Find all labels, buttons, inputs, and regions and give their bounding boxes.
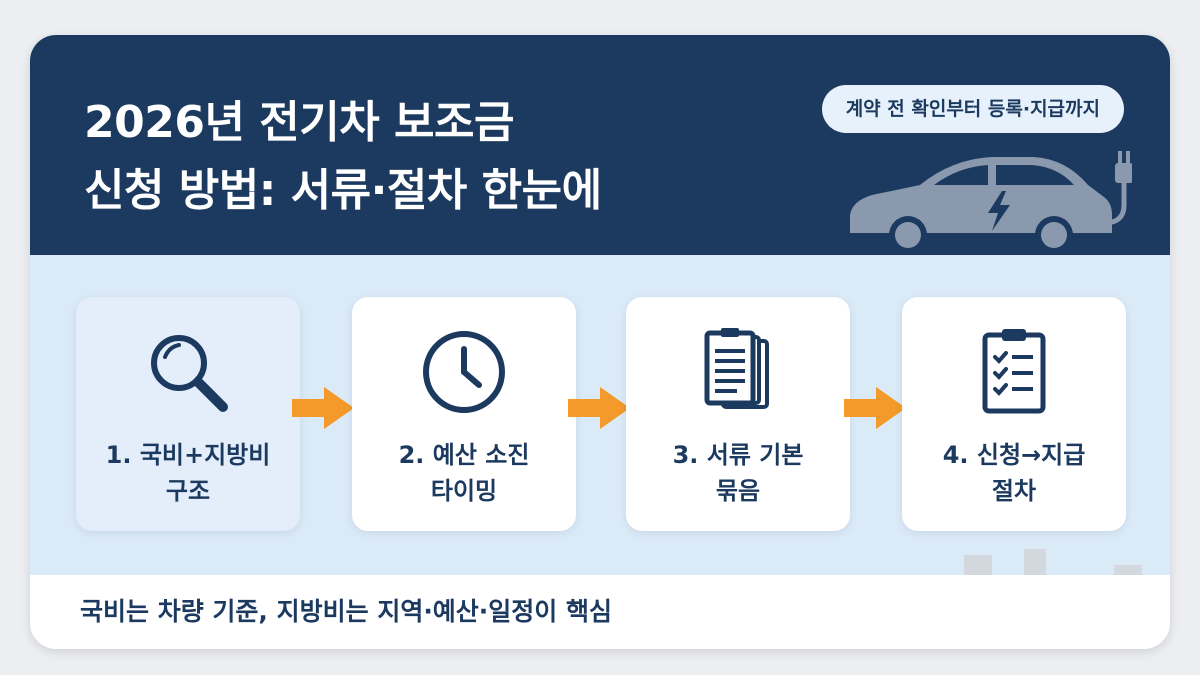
page-title: 2026년 전기차 보조금 신청 방법: 서류·절차 한눈에 [84, 89, 602, 225]
arrow-right-icon [844, 387, 906, 429]
infographic-card: 2026년 전기차 보조금 신청 방법: 서류·절차 한눈에 계약 전 확인부터… [30, 35, 1170, 649]
step-label-1: 1. 국비+지방비 구조 [76, 437, 300, 509]
step-4-line-2: 절차 [991, 477, 1037, 505]
footer-bar: 국비는 차량 기준, 지방비는 지역·예산·일정이 핵심 [30, 575, 1170, 649]
step-3-line-2: 묶음 [715, 477, 761, 505]
arrow-right-icon [292, 387, 354, 429]
step-3-line-1: 3. 서류 기본 [672, 441, 804, 469]
step-card-4: 4. 신청→지급 절차 [902, 297, 1126, 531]
steps-section: 1. 국비+지방비 구조 2. 예산 소진 타이밍 [30, 255, 1170, 575]
footer-summary: 국비는 차량 기준, 지방비는 지역·예산·일정이 핵심 [80, 597, 613, 626]
step-card-1: 1. 국비+지방비 구조 [76, 297, 300, 531]
step-label-4: 4. 신청→지급 절차 [902, 437, 1126, 509]
step-4-line-1: 4. 신청→지급 [942, 441, 1086, 469]
title-line-1: 2026년 전기차 보조금 [84, 97, 514, 148]
subtitle-badge: 계약 전 확인부터 등록·지급까지 [821, 85, 1124, 133]
magnifier-icon [151, 335, 228, 412]
arrow-right-icon [568, 387, 630, 429]
step-1-line-2: 구조 [165, 477, 211, 505]
step-label-3: 3. 서류 기본 묶음 [626, 437, 850, 509]
checklist-clipboard-icon [982, 329, 1046, 414]
clock-icon [423, 331, 505, 413]
title-line-2: 신청 방법: 서류·절차 한눈에 [84, 165, 602, 216]
step-2-line-2: 타이밍 [430, 477, 498, 505]
step-2-line-1: 2. 예산 소진 [398, 441, 530, 469]
step-card-3: 3. 서류 기본 묶음 [626, 297, 850, 531]
electric-car-icon [850, 151, 1132, 254]
step-1-line-1: 1. 국비+지방비 [105, 441, 271, 469]
header-banner: 2026년 전기차 보조금 신청 방법: 서류·절차 한눈에 계약 전 확인부터… [30, 35, 1170, 255]
documents-icon [704, 328, 769, 409]
step-card-2: 2. 예산 소진 타이밍 [352, 297, 576, 531]
step-label-2: 2. 예산 소진 타이밍 [352, 437, 576, 509]
